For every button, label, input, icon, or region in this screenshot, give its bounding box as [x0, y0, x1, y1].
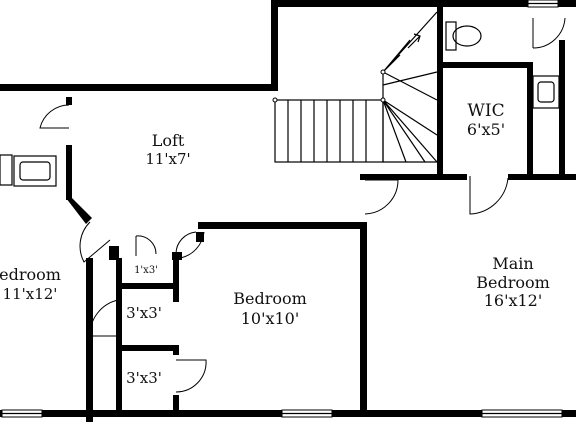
wall-left-bedroom-right	[86, 258, 93, 422]
wall-closet-left	[116, 258, 122, 412]
wall-stub-1	[66, 97, 72, 105]
door-swings	[39, 17, 566, 393]
wall-stub-2	[109, 246, 119, 260]
toilet-icon	[445, 21, 482, 51]
door-swing-stair	[364, 179, 399, 215]
wall-closet-h1	[116, 283, 179, 289]
winding-stair	[382, 11, 438, 163]
center-bedroom-size: 10'x10'	[241, 309, 300, 328]
wall-wic-left	[437, 62, 443, 180]
wic-size: 6'x5'	[467, 120, 505, 139]
wall-left-bath	[66, 145, 72, 200]
main-bedroom-size: 16'x12'	[484, 291, 543, 310]
door-swing-closet-small	[135, 235, 157, 256]
stair-treads	[287, 100, 367, 162]
room-labels: Loft 11'x7' WIC 6'x5' Main Bedroom 16'x1…	[0, 101, 550, 387]
center-bedroom-name: Bedroom	[233, 289, 307, 308]
door-swing-left-bath	[39, 104, 70, 129]
left-bedroom-size: 11'x12'	[3, 285, 58, 303]
main-bedroom-name-2: Bedroom	[476, 273, 550, 292]
wall-stair-bottom	[360, 174, 443, 180]
loft-name: Loft	[152, 131, 185, 150]
bath-fixtures	[0, 21, 560, 187]
wall-closet-h2	[116, 345, 179, 351]
wall-stub-3	[172, 252, 182, 260]
wall-wic-bottom-left	[437, 174, 467, 180]
door-swing-center-bedroom	[179, 231, 205, 259]
staircase	[272, 11, 438, 163]
wall-top	[271, 0, 576, 7]
wall-center-bedroom-top	[198, 222, 366, 229]
door-swing-left-bedroom	[79, 221, 111, 263]
door-swing-closet-b	[175, 359, 207, 393]
wic-name: WIC	[467, 101, 504, 121]
wall-wic-top	[437, 62, 533, 68]
left-bedroom-name: edroom	[0, 265, 61, 284]
sink-icon-left	[0, 154, 57, 187]
main-bedroom-name-1: Main	[492, 254, 533, 273]
wall-wic-bottom-right	[508, 174, 533, 180]
wall-closet-bottom-right	[173, 395, 179, 412]
door-swing-wic	[469, 176, 509, 215]
closet-a-size: 3'x3'	[126, 304, 162, 322]
closet-b-size: 3'x3'	[126, 369, 162, 387]
wall-stub-4	[196, 232, 204, 242]
wall-bath-right	[559, 40, 565, 180]
wall-diagonal	[66, 198, 92, 224]
stair-arrow	[407, 33, 421, 49]
door-swing-closet-small-right	[175, 231, 197, 255]
wall-bath-bottom	[527, 174, 576, 180]
wall-wic-right	[527, 62, 533, 180]
wall-closet-right	[173, 258, 179, 302]
closet-small-size: 1'x3'	[134, 265, 158, 276]
wall-bath-left-upper	[437, 5, 443, 65]
loft-size: 11'x7'	[145, 150, 190, 168]
wall-center-main-divider	[360, 222, 367, 412]
sink-icon-right	[532, 75, 560, 109]
door-swing-closet-a	[89, 299, 119, 337]
door-swing-bath-top	[532, 17, 566, 49]
wall-top-left	[0, 84, 278, 91]
windows	[1, 0, 563, 418]
wall-stair-left	[271, 0, 278, 91]
